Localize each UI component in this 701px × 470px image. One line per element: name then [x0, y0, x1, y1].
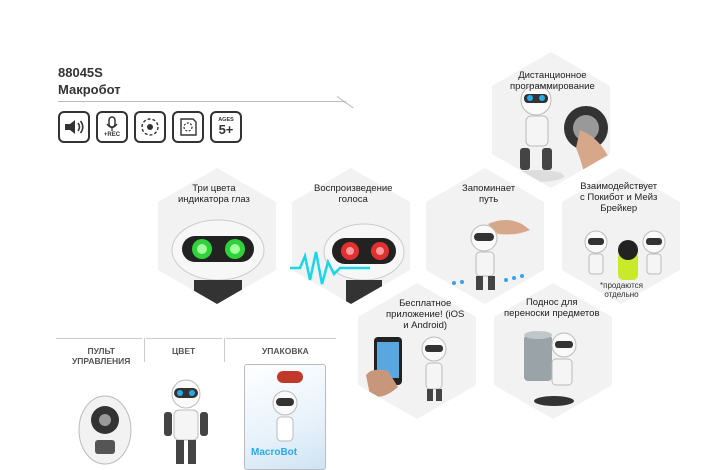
label-remembers-path: Запоминает путь [462, 183, 516, 205]
speaker-icon [58, 111, 90, 143]
box-brand-badge [277, 371, 303, 383]
label-voice-playback: Воспроизведение голоса [314, 183, 393, 205]
bottom-divider-color [146, 338, 222, 339]
feature-icons: +REC AGES 5+ [58, 111, 242, 143]
box-brand-text: MacroBot [251, 447, 298, 458]
label-package: УПАКОВКА [262, 346, 309, 356]
rec-label: +REC [103, 132, 121, 138]
label-tray: Поднос для переноски предметов [504, 297, 600, 319]
ages-value: 5+ [218, 122, 234, 137]
product-name: Макробот [58, 82, 121, 97]
motion-icon [134, 111, 166, 143]
label-remote-programming: Дистанционное программирование [510, 70, 595, 92]
microphone-rec-icon: +REC [96, 111, 128, 143]
bottom-sep-1 [144, 338, 145, 362]
ages-small-label: AGES [218, 117, 234, 123]
bottom-divider-package [226, 338, 336, 339]
label-eye-colors: Три цвета индикатора глаз [178, 183, 250, 205]
hex-interacts [562, 168, 680, 304]
header-divider [58, 101, 346, 102]
label-remote-control: ПУЛЬТ УПРАВЛЕНИЯ [72, 346, 131, 366]
bottom-divider-remote [56, 338, 142, 339]
box-robot-graphic [272, 390, 298, 442]
label-interacts: Взаимодействует с Покибот и Мейз Брейкер [580, 181, 658, 214]
ages-icon: AGES 5+ [210, 111, 242, 143]
robot-color-image [164, 379, 208, 464]
header-divider-slant [336, 96, 354, 109]
remote-control-image [78, 395, 132, 465]
label-free-app: Бесплатное приложение! (iOS и Android) [386, 298, 465, 331]
voice-wave-graphic [290, 251, 370, 285]
bottom-sep-2 [224, 338, 225, 362]
app-icon [172, 111, 204, 143]
hex-tray [494, 283, 612, 419]
model-number: 88045S [58, 65, 103, 80]
product-header: 88045S Макробот [58, 64, 121, 98]
note-sold-separately: *продаются отдельно [600, 281, 644, 299]
label-color: ЦВЕТ [172, 346, 196, 356]
package-box-image: MacroBot [244, 364, 326, 470]
